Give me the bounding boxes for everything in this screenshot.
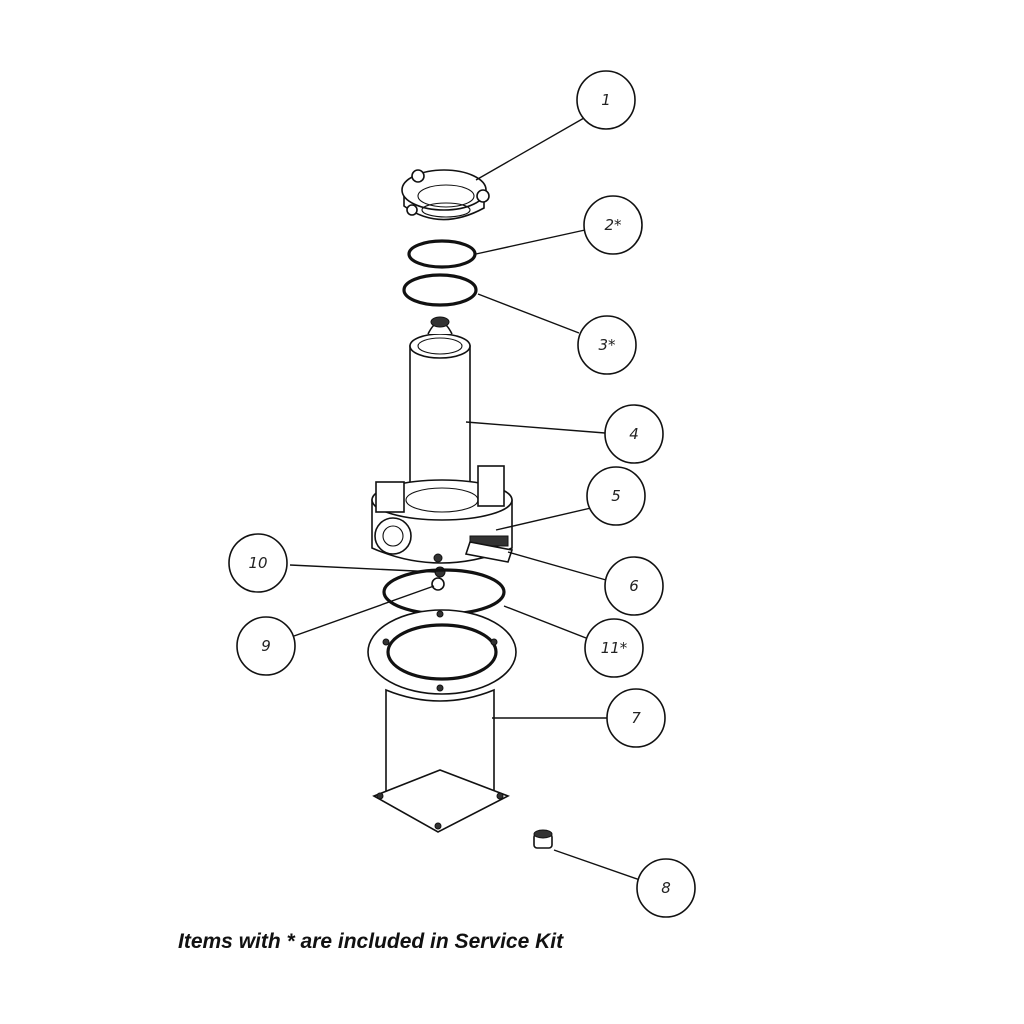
svg-text:3*: 3* <box>598 336 616 354</box>
part-3-o-ring <box>402 273 478 307</box>
svg-text:7: 7 <box>631 709 641 727</box>
parts-drawing <box>367 169 553 849</box>
part-7-bowl <box>367 609 517 833</box>
part-6-bracket <box>464 541 514 563</box>
callout-10: 10 <box>228 533 288 593</box>
part-8-drain-plug <box>533 829 553 849</box>
callout-11: 11* <box>584 618 644 678</box>
callout-4: 4 <box>604 404 664 464</box>
callout-7: 7 <box>606 688 666 748</box>
svg-text:4: 4 <box>629 425 639 443</box>
leader-lines <box>289 117 641 881</box>
service-kit-note: Items with * are included in Service Kit <box>178 930 564 953</box>
svg-text:8: 8 <box>661 879 671 897</box>
svg-text:9: 9 <box>261 637 271 655</box>
svg-text:5: 5 <box>611 487 621 505</box>
callout-9: 9 <box>236 616 296 676</box>
callout-8: 8 <box>636 858 696 918</box>
part-9-plug <box>431 577 445 591</box>
part-2-o-ring <box>407 239 477 269</box>
callout-2: 2* <box>583 195 643 255</box>
part-11-o-ring <box>382 568 506 616</box>
svg-text:10: 10 <box>248 554 267 572</box>
callout-1: 1 <box>576 70 636 130</box>
svg-text:2*: 2* <box>604 216 622 234</box>
part-1-cap <box>401 169 490 221</box>
part-4-filter-element <box>409 316 471 505</box>
callout-3: 3* <box>577 315 637 375</box>
svg-text:6: 6 <box>629 577 639 595</box>
callout-6: 6 <box>604 556 664 616</box>
callout-5: 5 <box>586 466 646 526</box>
svg-text:11*: 11* <box>601 639 628 657</box>
svg-text:1: 1 <box>601 91 611 109</box>
